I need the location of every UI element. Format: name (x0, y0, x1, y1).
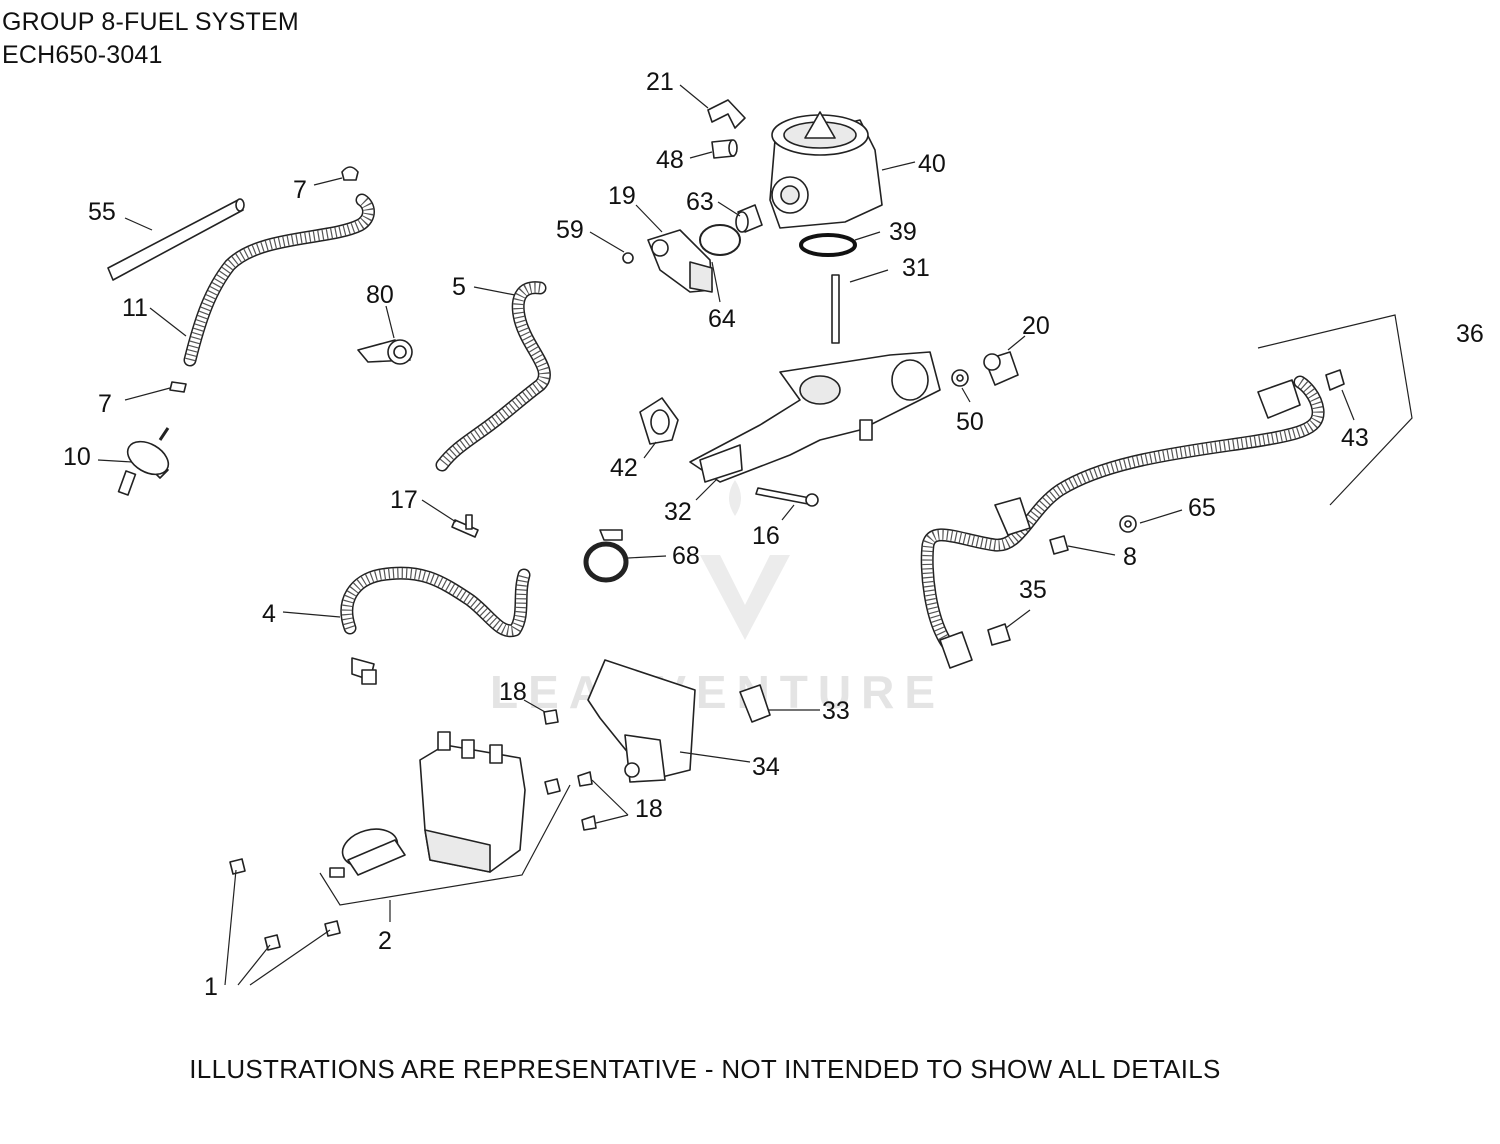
callout-4[interactable]: 4 (262, 600, 276, 628)
part-18-bolt-mid[interactable] (577, 771, 593, 787)
callout-36[interactable]: 36 (1456, 320, 1484, 348)
callout-42[interactable]: 42 (610, 454, 638, 482)
callout-32[interactable]: 32 (664, 498, 692, 526)
part-1-bolt-a[interactable] (229, 858, 246, 875)
callout-31[interactable]: 31 (902, 254, 930, 282)
part-48-grommet[interactable] (711, 139, 738, 159)
part-7-clamp-bottom[interactable] (169, 381, 187, 393)
callout-8[interactable]: 8 (1123, 543, 1137, 571)
callout-20[interactable]: 20 (1022, 312, 1050, 340)
part-19-sensor[interactable] (647, 229, 713, 293)
part-8-bolt[interactable] (1049, 535, 1069, 555)
part-50-washer[interactable] (951, 369, 969, 387)
callout-48[interactable]: 48 (656, 146, 684, 174)
part-33-pressure-sensor[interactable] (739, 684, 771, 723)
callout-1[interactable]: 1 (204, 973, 218, 1001)
callout-35[interactable]: 35 (1019, 576, 1047, 604)
callout-7-bottom[interactable]: 7 (98, 390, 112, 418)
part-11-hose[interactable] (183, 193, 375, 367)
part-31-injector-rod[interactable] (831, 274, 840, 344)
callout-17[interactable]: 17 (390, 486, 418, 514)
part-39-o-ring[interactable] (799, 233, 857, 257)
part-40-throttle-body[interactable] (769, 111, 883, 229)
watermark-text: LEADVENTURE (490, 666, 945, 718)
callout-68[interactable]: 68 (672, 542, 700, 570)
part-20-sensor[interactable] (983, 351, 1019, 386)
callout-10[interactable]: 10 (63, 443, 91, 471)
part-42-gasket[interactable] (639, 397, 679, 445)
part-55-tube[interactable] (107, 198, 245, 281)
callout-16[interactable]: 16 (752, 522, 780, 550)
footer-disclaimer: ILLUSTRATIONS ARE REPRESENTATIVE - NOT I… (189, 1054, 1221, 1084)
part-21-clip[interactable] (707, 99, 746, 129)
part-4-hose[interactable] (340, 566, 531, 685)
part-65-washer[interactable] (1119, 515, 1137, 533)
callout-59[interactable]: 59 (556, 216, 584, 244)
part-36-fuel-line[interactable] (920, 375, 1325, 669)
part-7-clamp-top[interactable] (341, 166, 359, 181)
model-number: ECH650-3041 (2, 41, 163, 69)
callout-50[interactable]: 50 (956, 408, 984, 436)
diagram-title: GROUP 8-FUEL SYSTEM (2, 8, 299, 36)
callout-55[interactable]: 55 (88, 198, 116, 226)
callout-65[interactable]: 65 (1188, 494, 1216, 522)
part-16-bolt[interactable] (755, 487, 819, 507)
part-2-fuel-pump-module[interactable] (329, 731, 561, 878)
part-59-screw[interactable] (622, 252, 634, 264)
callout-40[interactable]: 40 (918, 150, 946, 178)
callout-63[interactable]: 63 (686, 188, 714, 216)
callout-39[interactable]: 39 (889, 218, 917, 246)
part-18-bolt-lower[interactable] (581, 815, 597, 831)
callout-34[interactable]: 34 (752, 753, 780, 781)
part-18-bolt-upper[interactable] (543, 709, 559, 725)
callout-18-lower[interactable]: 18 (635, 795, 663, 823)
part-64-o-ring[interactable] (699, 224, 741, 256)
callout-43[interactable]: 43 (1341, 424, 1369, 452)
callout-33[interactable]: 33 (822, 697, 850, 725)
leader-lines (97, 84, 1355, 986)
part-34-bracket[interactable] (587, 659, 696, 783)
part-80-hose-clip[interactable] (357, 339, 413, 365)
callout-21[interactable]: 21 (646, 68, 674, 96)
part-63-plug[interactable] (735, 204, 763, 233)
part-35-clamp[interactable] (987, 623, 1011, 646)
callout-2[interactable]: 2 (378, 927, 392, 955)
callout-7-top[interactable]: 7 (293, 176, 307, 204)
part-5-hose[interactable] (435, 281, 551, 472)
callout-19[interactable]: 19 (608, 182, 636, 210)
callout-11[interactable]: 11 (122, 294, 148, 322)
callout-5[interactable]: 5 (452, 273, 466, 301)
part-1-bolt-c[interactable] (324, 920, 341, 937)
callout-80[interactable]: 80 (366, 281, 394, 309)
part-43-nut[interactable] (1325, 369, 1345, 391)
part-36-bracket-line (1257, 314, 1413, 506)
part-17-tee-fitting[interactable] (451, 514, 479, 538)
part-10-fuel-filter[interactable] (117, 427, 175, 496)
callout-64[interactable]: 64 (708, 305, 736, 333)
callout-18-upper[interactable]: 18 (499, 678, 527, 706)
leadventure-logo-icon (700, 480, 790, 640)
part-32-fuel-rail[interactable] (689, 351, 941, 483)
callout-labels: 55 11 7 7 10 80 5 17 4 21 48 40 39 31 63… (63, 68, 1484, 1001)
part-2-bracket-line (319, 784, 571, 906)
part-68-clamp[interactable] (583, 529, 629, 583)
